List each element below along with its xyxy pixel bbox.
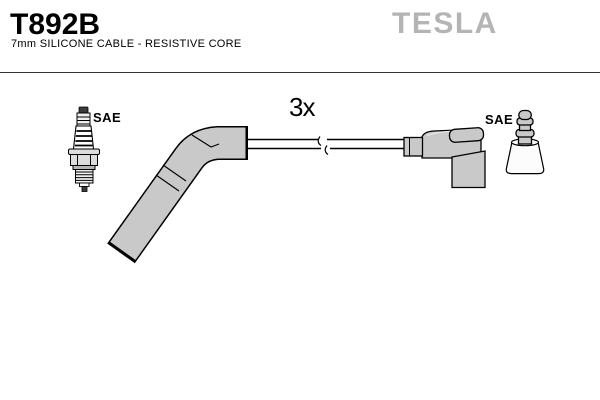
spark-plug-icon (68, 106, 100, 192)
sae-terminal-icon (505, 109, 545, 175)
ignition-cable-illustration (107, 126, 486, 264)
sae-label-right: SAE (485, 112, 514, 127)
header-divider (0, 72, 600, 73)
elbow-boot (107, 126, 248, 264)
sae-label-left: SAE (93, 110, 122, 125)
part-number: T892B (10, 8, 101, 41)
tesla-brand-logo: TESLA (392, 7, 498, 40)
cable-spec-subtitle: 7mm SILICONE CABLE - RESISTIVE CORE (11, 38, 242, 50)
angle-connector (403, 127, 486, 189)
cable-wire (247, 136, 404, 155)
quantity-label: 3x (289, 92, 315, 122)
